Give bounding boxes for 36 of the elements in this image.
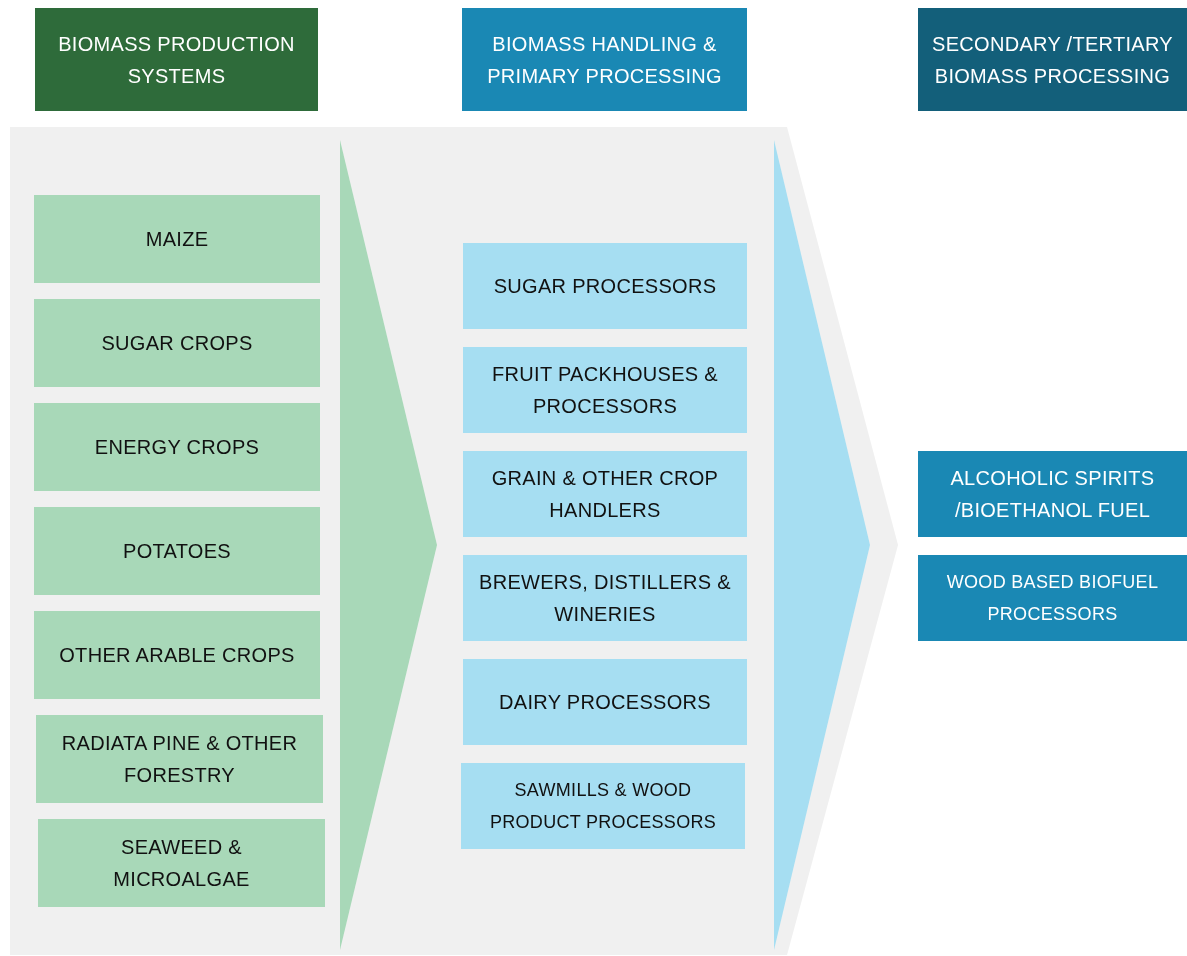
box-label: FRUIT PACKHOUSES & PROCESSORS xyxy=(491,362,719,419)
box-label: MAIZE xyxy=(145,227,209,252)
processor-box xyxy=(463,347,747,433)
box-label: BREWERS, DISTILLERS & WINERIES xyxy=(478,570,732,627)
source-box xyxy=(34,611,320,699)
processor-box xyxy=(461,763,745,849)
box-label: BIOMASS PRODUCTION SYSTEMS xyxy=(57,31,296,89)
box-label: ENERGY CROPS xyxy=(94,435,260,460)
source-box xyxy=(34,507,320,595)
output-box xyxy=(918,451,1187,537)
processor-box xyxy=(463,659,747,745)
box-label: SECONDARY /TERTIARY BIOMASS PROCESSING xyxy=(932,31,1173,89)
source-box xyxy=(34,403,320,491)
column-header xyxy=(35,8,318,111)
column-header xyxy=(462,8,747,111)
box-label: DAIRY PROCESSORS xyxy=(499,690,711,715)
box-label: GRAIN & OTHER CROP HANDLERS xyxy=(490,466,720,523)
box-label: WOOD BASED BIOFUEL PROCESSORS xyxy=(945,571,1160,626)
output-box xyxy=(918,555,1187,641)
box-label: RADIATA PINE & OTHER FORESTRY xyxy=(60,731,299,788)
box-label: BIOMASS HANDLING & PRIMARY PROCESSING xyxy=(486,31,723,89)
box-label: POTATOES xyxy=(123,539,231,564)
box-label: SUGAR CROPS xyxy=(101,331,253,356)
processor-box xyxy=(463,451,747,537)
source-box xyxy=(34,195,320,283)
source-box xyxy=(36,715,323,803)
box-label: SUGAR PROCESSORS xyxy=(493,274,717,299)
box-label: OTHER ARABLE CROPS xyxy=(59,643,295,668)
box-label: SAWMILLS & WOOD PRODUCT PROCESSORS xyxy=(488,779,718,834)
source-box xyxy=(38,819,325,907)
source-box xyxy=(34,299,320,387)
processor-box xyxy=(463,243,747,329)
box-label: SEAWEED & MICROALGAE xyxy=(112,835,251,892)
box-label: ALCOHOLIC SPIRITS /BIOETHANOL FUEL xyxy=(949,466,1156,523)
processor-box xyxy=(463,555,747,641)
column-header xyxy=(918,8,1187,111)
